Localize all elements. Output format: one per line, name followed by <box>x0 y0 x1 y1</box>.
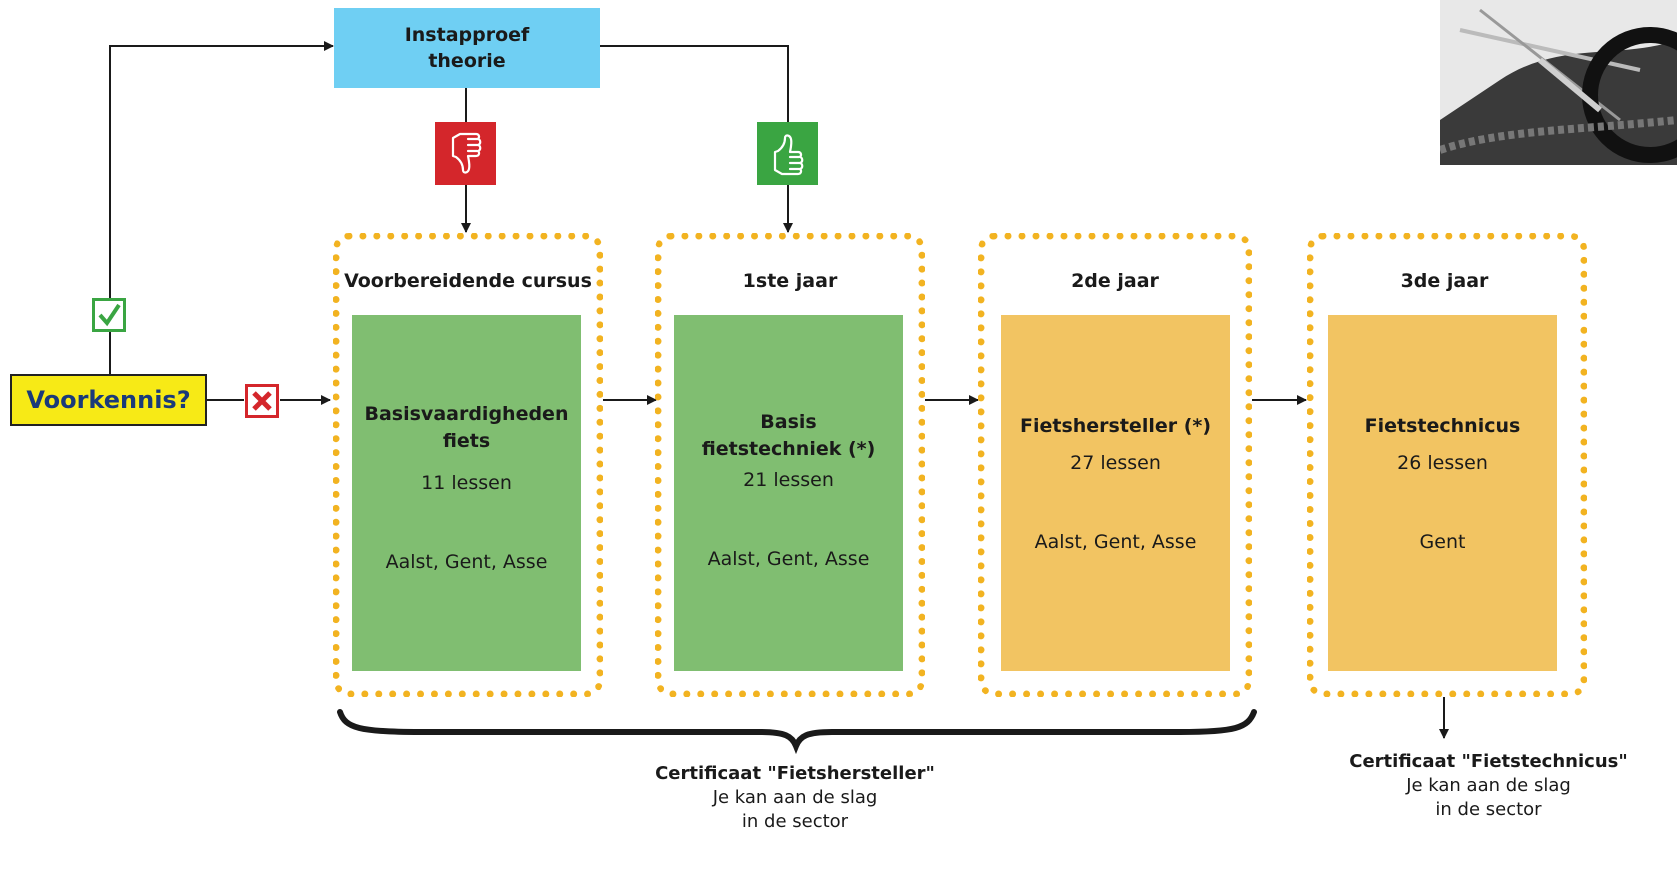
prior-knowledge-question: Voorkennis? <box>10 374 207 426</box>
course-name-line1: Fietshersteller (*) <box>1019 415 1212 437</box>
certificate-fietstechnicus: Certificaat "Fietstechnicus" Je kan aan … <box>1300 750 1677 822</box>
course-card: Fietstechnicus 26 lessen Gent <box>1328 315 1557 671</box>
curly-brace <box>337 709 1257 755</box>
course-card: Basisvaardigheden fiets 11 lessen Aalst,… <box>352 315 581 671</box>
stage-title: 2de jaar <box>1071 270 1159 292</box>
entry-test-line1: Instapproef <box>404 24 530 46</box>
course-card: Fietshersteller (*) 27 lessen Aalst, Gen… <box>1001 315 1230 671</box>
lesson-count: 11 lessen <box>421 472 512 494</box>
certificate-line1: Je kan aan de slag <box>712 787 878 808</box>
certificate-fietshersteller: Certificaat "Fietshersteller" Je kan aan… <box>620 762 970 834</box>
course-card: Basis fietstechniek (*) 21 lessen Aalst,… <box>674 315 903 671</box>
stage-title: Voorbereidende cursus <box>344 270 592 292</box>
arrow-voorkennis-to-test <box>109 41 334 374</box>
stage-title: 1ste jaar <box>742 270 838 292</box>
locations: Aalst, Gent, Asse <box>1034 531 1197 553</box>
thumbs-up-icon <box>757 122 818 185</box>
stage-year-3 <box>1307 233 1587 697</box>
stage-preparatory <box>333 233 603 697</box>
checkbox-cross-icon <box>245 384 279 418</box>
course-name-line1: Basisvaardigheden <box>364 403 569 425</box>
line-test-to-thumbup <box>600 45 789 122</box>
course-name-line2: fiets <box>442 430 491 452</box>
entry-test-line2: theorie <box>428 50 506 72</box>
thumbs-down-icon <box>435 122 496 185</box>
locations: Aalst, Gent, Asse <box>707 548 870 570</box>
course-name-line2: fietstechniek (*) <box>701 438 876 460</box>
bike-chain-photo <box>1440 0 1677 165</box>
certificate-line2: in de sector <box>741 811 849 832</box>
certificate-line1: Je kan aan de slag <box>1406 775 1571 796</box>
stage-title: 3de jaar <box>1400 270 1489 292</box>
entry-test-box: Instapproef theorie <box>334 8 600 88</box>
checkbox-checked-icon <box>92 298 126 332</box>
stage-year-1 <box>655 233 925 697</box>
course-name-line1: Fietstechnicus <box>1364 415 1521 437</box>
lesson-count: 27 lessen <box>1070 452 1161 474</box>
certificate-title: Certificaat "Fietstechnicus" <box>1349 751 1628 772</box>
course-name-line1: Basis <box>760 411 817 433</box>
certificate-title: Certificaat "Fietshersteller" <box>655 763 935 784</box>
certificate-line2: in de sector <box>1435 799 1542 820</box>
locations: Gent <box>1419 531 1466 553</box>
lesson-count: 21 lessen <box>743 469 834 491</box>
locations: Aalst, Gent, Asse <box>385 551 548 573</box>
stage-year-2 <box>978 233 1252 697</box>
lesson-count: 26 lessen <box>1397 452 1488 474</box>
